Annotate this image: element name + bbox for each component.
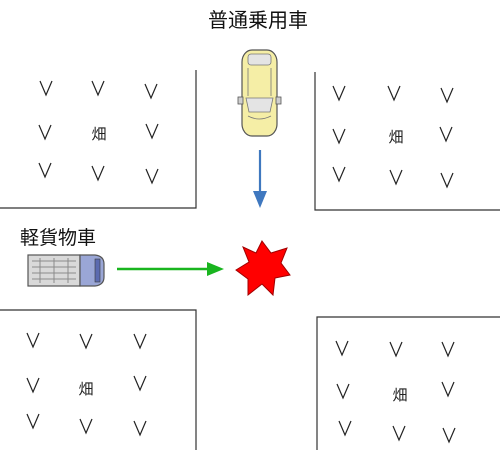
road-edges [0, 70, 500, 450]
field-label: 畑 [388, 128, 403, 146]
crop-mark [441, 341, 455, 358]
field-label: 畑 [392, 386, 407, 404]
crop-mark [79, 418, 93, 435]
crop-mark [332, 166, 346, 183]
crop-mark [335, 340, 349, 357]
crop-mark [389, 341, 403, 358]
crop-mark [26, 332, 40, 349]
crop-mark [442, 427, 456, 444]
crop-mark [338, 420, 352, 437]
crop-mark [441, 381, 455, 398]
field-boundary-top-left [0, 70, 197, 209]
crop-mark [389, 169, 403, 186]
light-truck-label: 軽貨物車 [20, 227, 96, 249]
car-rear-window [247, 53, 272, 66]
field-boundary-bottom-left [0, 309, 197, 450]
passenger-car-label: 普通乗用車 [208, 8, 308, 32]
crop-mark [38, 124, 52, 141]
field-top-right: 畑 [332, 85, 454, 189]
truck-bed-slats [32, 258, 76, 283]
crop-mark [144, 83, 158, 100]
crop-mark [26, 377, 40, 394]
truck-cab [79, 254, 105, 287]
truck-topview-icon [27, 254, 105, 287]
crop-mark [336, 383, 350, 400]
crop-mark [440, 172, 454, 189]
crop-mark [440, 87, 454, 104]
crop-mark [387, 85, 401, 102]
car-topview-icon [237, 49, 282, 137]
car-hood [247, 115, 272, 120]
collision-starburst-icon [235, 240, 291, 297]
crop-mark [332, 85, 346, 102]
field-top-left: 畑 [38, 80, 159, 185]
crop-mark [145, 168, 159, 185]
field-boundary-top-right [314, 72, 500, 211]
crop-mark [26, 413, 40, 430]
car-windshield [245, 97, 274, 113]
car-direction-arrow [253, 150, 267, 208]
crop-mark [79, 333, 93, 350]
crop-mark [439, 126, 453, 143]
field-bottom-right: 畑 [335, 340, 456, 444]
crop-mark [392, 425, 406, 442]
crop-mark [38, 162, 52, 179]
crop-mark [133, 375, 147, 392]
crop-mark [91, 165, 105, 182]
car-body [241, 49, 278, 137]
truck-windshield [94, 258, 101, 283]
field-bottom-left: 畑 [26, 332, 147, 437]
field-boundary-bottom-right [316, 316, 500, 450]
field-label: 畑 [91, 125, 106, 143]
crop-mark [39, 80, 53, 97]
crop-mark [133, 333, 147, 350]
field-label: 畑 [78, 380, 93, 398]
crop-mark [145, 123, 159, 140]
crop-mark [133, 420, 147, 437]
crop-mark [332, 128, 346, 145]
car-mirror [237, 96, 244, 105]
crop-mark [91, 80, 105, 97]
truck-direction-arrow [117, 262, 224, 276]
car-mirror [275, 96, 282, 105]
